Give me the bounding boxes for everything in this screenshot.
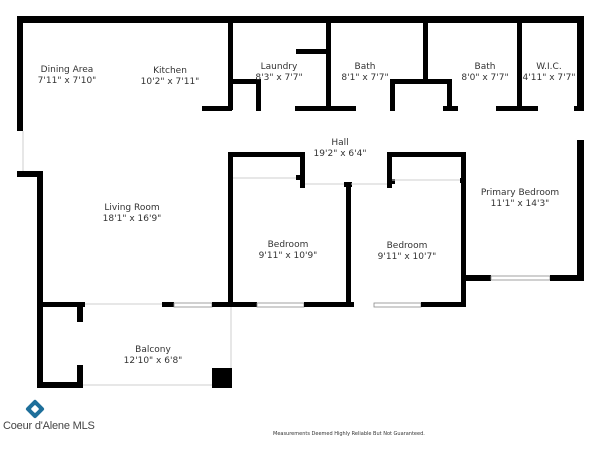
room-kitchen: Kitchen 10'2" x 7'11" (141, 66, 200, 88)
wall-kitchen-laundry (228, 16, 233, 110)
window-bed1 (256, 302, 305, 308)
wall-left-lower (37, 171, 43, 388)
room-dimensions: 9'11" x 10'9" (258, 251, 318, 261)
room-dimensions: 11'1" x 14'3" (490, 199, 550, 209)
wall-bed2-closet (387, 152, 392, 188)
wall-bed1-bed2 (346, 184, 351, 305)
room-hall: Hall 19'2" x 6'4" (314, 138, 367, 160)
wall-primary-bottom (550, 275, 584, 281)
wall-wic-right-stub (574, 106, 580, 111)
wall-bath2-wic (517, 16, 522, 110)
wall-laundry-bottom (295, 106, 337, 111)
wall-right (577, 16, 584, 111)
room-wic: W.I.C. 4'11" x 7'7" (523, 62, 576, 84)
room-dimensions: 10'2" x 7'11" (140, 77, 200, 87)
room-name: Bedroom (386, 241, 428, 251)
room-name: Laundry (260, 62, 298, 72)
room-primary-bedroom: Primary Bedroom 11'1" x 14'3" (481, 188, 559, 210)
room-dimensions: 8'3" x 7'7" (255, 73, 303, 83)
wall-bed1-closet (300, 152, 305, 188)
wall-bath2-stub (447, 79, 452, 111)
room-name: Living Room (104, 203, 160, 213)
wall-bed1-bottom-l (231, 302, 257, 307)
wall-living-bottom-left (37, 302, 85, 307)
wall-kitchen-counter (202, 106, 232, 111)
wall-living-bottom-right (212, 302, 232, 307)
room-name: Dining Area (40, 65, 94, 75)
wall-laundry-closet (296, 49, 328, 54)
window-primary (490, 275, 551, 281)
wall-bath-jog (390, 79, 450, 84)
wall-bed1-top (228, 152, 305, 157)
wall-bath-divider (423, 16, 428, 82)
wall-primary-jog (461, 275, 491, 281)
room-name: Bath (354, 62, 376, 72)
wall-left-jog (17, 171, 43, 177)
room-laundry: Laundry 8'3" x 7'7" (255, 62, 302, 84)
room-name: Balcony (135, 345, 171, 355)
room-bath-1: Bath 8'1" x 7'7" (341, 62, 388, 84)
wall-top (17, 16, 584, 23)
room-dimensions: 8'1" x 7'7" (341, 73, 389, 83)
wall-bed1-bottom-r (304, 302, 354, 307)
room-dimensions: 8'0" x 7'7" (461, 73, 509, 83)
wall-living-bottom-mid (162, 302, 174, 307)
window-living (173, 302, 213, 308)
wall-left-upper (17, 16, 23, 131)
mls-logo: Coeur d'Alene MLS (2, 398, 122, 438)
wall-bed2-right (461, 152, 466, 305)
wall-bed1-left (228, 152, 233, 307)
room-bath-2: Bath 8'0" x 7'7" (461, 62, 508, 84)
room-dimensions: 12'10" x 6'8" (123, 356, 183, 366)
room-balcony: Balcony 12'10" x 6'8" (124, 345, 183, 367)
wall-bed1-door (296, 175, 303, 180)
wall-balcony-stub1 (77, 302, 83, 322)
wall-bed2-door (387, 179, 395, 184)
room-name: Kitchen (153, 66, 187, 76)
wall-bed2-bottom-r (421, 302, 466, 307)
wall-wic-bottom (496, 106, 538, 111)
room-dimensions: 4'11" x 7'7" (522, 73, 576, 83)
window-bed2 (373, 302, 422, 308)
room-bedroom-1: Bedroom 9'11" x 10'9" (259, 240, 318, 262)
wall-balcony-bottom-left (37, 382, 83, 388)
wall-right-lower (577, 140, 584, 281)
room-name: Bath (474, 62, 496, 72)
room-bedroom-2: Bedroom 9'11" x 10'7" (378, 241, 437, 263)
room-name: Primary Bedroom (480, 188, 560, 198)
mls-logo-icon (25, 399, 45, 419)
room-dimensions: 19'2" x 6'4" (313, 149, 367, 159)
room-name: W.I.C. (536, 62, 562, 72)
wall-laundry-bath (326, 16, 331, 110)
room-dining: Dining Area 7'11" x 7'10" (38, 65, 97, 87)
wall-bed-mid-cap (344, 182, 352, 187)
wall-bath1-bottom (326, 106, 356, 111)
room-living: Living Room 18'1" x 16'9" (103, 203, 162, 225)
balcony-post (212, 368, 232, 388)
wall-bed2-top (387, 152, 466, 157)
mls-logo-text: Coeur d'Alene MLS (3, 420, 95, 432)
wall-balcony-stub2 (77, 365, 83, 388)
room-name: Bedroom (267, 240, 309, 250)
wall-laundry-stub (256, 79, 261, 111)
room-dimensions: 7'11" x 7'10" (37, 76, 97, 86)
wall-bath1-stub (390, 79, 395, 111)
wall-bed2-right-cap (460, 178, 466, 183)
room-dimensions: 18'1" x 16'9" (102, 214, 162, 224)
room-name: Hall (331, 138, 349, 148)
measurement-disclaimer: Measurements Deemed Highly Reliable But … (273, 431, 425, 437)
room-dimensions: 9'11" x 10'7" (377, 252, 437, 262)
wall-bath2-bottom-l (443, 106, 458, 111)
wall-laundry-inner (231, 79, 261, 84)
